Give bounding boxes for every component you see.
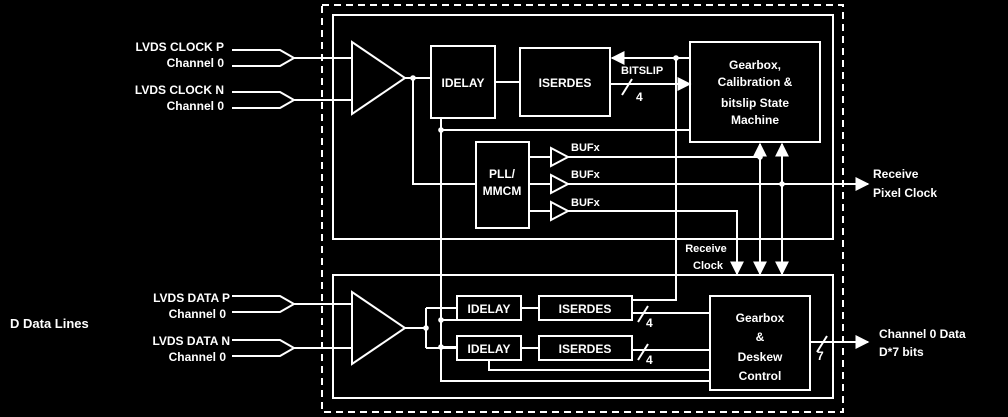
data-gearbox-line-2: & [756, 330, 765, 344]
data-gearbox-line-3: Deskew [738, 350, 783, 364]
bitslip-label: BITSLIP [621, 65, 663, 77]
data-p-input-pin [232, 295, 352, 313]
data-p-label: LVDS DATA P [153, 291, 230, 305]
data-n-input-pin [232, 339, 352, 357]
data-n-channel-label: Channel 0 [169, 350, 227, 364]
clock-gearbox-calibration-block [689, 41, 821, 143]
clock-n-label: LVDS CLOCK N [135, 83, 224, 97]
data-idelay-2-label: IDELAY [468, 342, 511, 356]
channel-data-line-1: Channel 0 Data [879, 327, 966, 341]
clock-gearbox-line-3: bitslip State [721, 96, 789, 110]
data-out-width-label: 7 [817, 349, 824, 363]
clock-gearbox-line-4: Machine [731, 113, 779, 127]
bufx-label-2: BUFx [571, 169, 601, 181]
clock-iserdes-width-label: 4 [636, 90, 643, 104]
bufx-buffer-1 [550, 146, 571, 168]
data-gearbox-line-1: Gearbox [736, 311, 785, 325]
clock-idelay-label: IDELAY [442, 76, 485, 90]
data-iserdes-1-label: ISERDES [559, 302, 612, 316]
clock-p-label: LVDS CLOCK P [136, 40, 224, 54]
data-channel-block [332, 274, 834, 399]
receive-clock-line-2: Clock [693, 260, 724, 272]
data-iserdes-2-label: ISERDES [559, 342, 612, 356]
clock-gearbox-line-1: Gearbox, [729, 58, 781, 72]
pixel-clock-line-1: Receive [873, 167, 919, 181]
data-iserdes-1-block [538, 295, 633, 321]
outer-dashed-boundary [321, 4, 844, 413]
receive-clock-line-1: Receive [685, 243, 727, 255]
clock-n-input-pin [232, 91, 352, 109]
clock-n-channel-label: Channel 0 [167, 99, 225, 113]
clock-channel-block [332, 14, 834, 240]
clock-gearbox-line-2: Calibration & [718, 75, 793, 89]
bufx-label-3: BUFx [571, 197, 601, 209]
bufx-buffer-2 [550, 173, 571, 195]
channel-data-line-2: D*7 bits [879, 345, 924, 359]
bufx-label-1: BUFx [571, 142, 601, 154]
data-width-1-label: 4 [646, 316, 653, 330]
bufx-buffer-3 [550, 200, 571, 222]
data-p-channel-label: Channel 0 [169, 307, 227, 321]
pll-label-line-1: PLL/ [489, 167, 516, 181]
data-iserdes-2-block [538, 335, 633, 361]
data-lines-label: D Data Lines [10, 316, 89, 331]
clock-p-channel-label: Channel 0 [167, 56, 225, 70]
data-n-label: LVDS DATA N [152, 334, 230, 348]
pll-label-line-2: MMCM [483, 184, 522, 198]
data-idelay-1-label: IDELAY [468, 302, 511, 316]
pixel-clock-line-2: Pixel Clock [873, 186, 937, 200]
clock-p-input-pin [232, 49, 352, 67]
data-input-buffer [351, 290, 407, 366]
clock-input-buffer [351, 40, 407, 116]
data-gearbox-line-4: Control [739, 369, 782, 383]
clock-iserdes-block [519, 47, 611, 117]
data-width-2-label: 4 [646, 353, 653, 367]
clock-iserdes-label: ISERDES [539, 76, 592, 90]
